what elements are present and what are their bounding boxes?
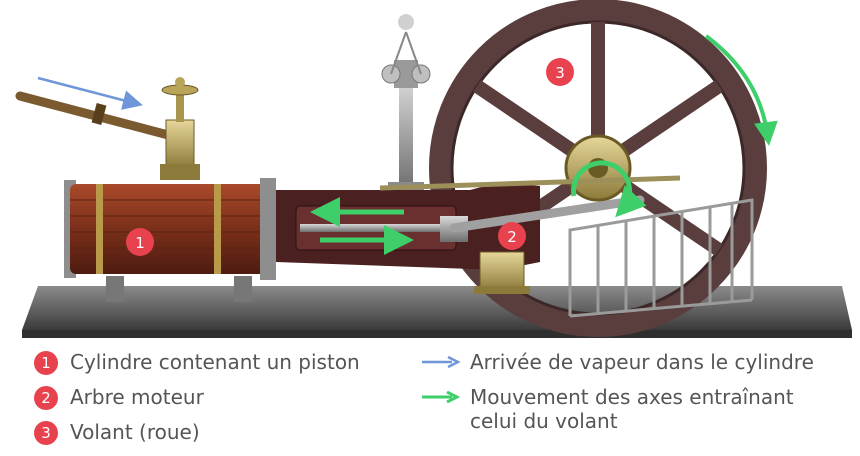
legend-label-flywheel: Volant (roue) [70,420,200,444]
svg-text:2: 2 [507,228,517,246]
flywheel-rotation-arrow [704,34,778,146]
legend-item-flywheel: 3 Volant (roue) [34,420,200,445]
legend-badge-2: 2 [34,386,58,410]
marker-flywheel: 3 [546,58,574,86]
legend-item-shaft: 2 Arbre moteur [34,385,204,410]
legend-label-cylinder: Cylindre contenant un piston [70,350,360,374]
governor [381,14,431,192]
steam-arrow-key-icon [422,356,460,368]
legend-badge-1: 1 [34,351,58,375]
marker-cylinder: 1 [126,228,154,256]
crank-rotation-arrow [571,160,647,218]
base-plate [22,286,852,338]
svg-text:3: 3 [555,64,565,82]
legend-arrow-motion: Mouvement des axes entraînant celui du v… [420,385,794,433]
marker-shaft: 2 [498,222,526,250]
steam-inlet-pipe [15,77,200,180]
legend-arrow-steam: Arrivée de vapeur dans le cylindre [420,350,814,374]
legend-badge-3: 3 [34,421,58,445]
legend-label-motion: Mouvement des axes entraînant celui du v… [470,385,794,433]
motion-arrow-key-icon [422,391,460,403]
legend-label-steam: Arrivée de vapeur dans le cylindre [470,350,814,374]
steam-arrow-icon [37,76,143,110]
connecting-rod [379,175,681,233]
svg-text:1: 1 [135,234,145,252]
flywheel-guard [568,198,754,318]
legend-item-cylinder: 1 Cylindre contenant un piston [34,350,360,375]
cylinder [64,178,276,302]
steam-engine-photo: 1 2 3 [15,0,852,338]
bearing-pedestal [474,251,530,294]
legend-label-shaft: Arbre moteur [70,385,204,409]
